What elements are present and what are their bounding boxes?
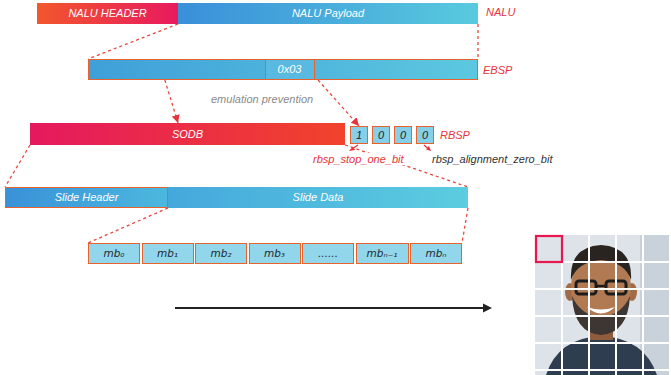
stream-label: RBSP [439,129,471,141]
macroblock-box: mb₁ [142,243,194,264]
node-text: mbₙ [425,248,446,260]
node-text: ...... [318,248,338,260]
node-text: EBSP [483,63,512,75]
macroblock-box: ...... [302,243,354,264]
face-photo [535,235,671,375]
slice-header-bar: Slide Header [5,187,168,208]
node-text: 0 [378,129,384,141]
macroblock-box: mb₂ [195,243,247,264]
dashed-connector [88,24,178,59]
dashed-connector [318,80,359,126]
node-text: mbₙ₋₁ [367,248,398,260]
dashed-connector [5,145,30,187]
node-text: 0 [400,129,406,141]
nalu-header-bar: NALU HEADER [37,3,178,24]
progress-arrow [175,304,492,313]
field-label: rbsp_alignment_zero_bit [431,153,553,165]
zero-bit-box: 0 [394,126,412,144]
dashed-connector [88,208,168,243]
macroblock-box: mbₙ [410,243,462,264]
slice-data-bar: Slide Data [168,187,468,208]
node-text: SODB [172,128,203,140]
dashed-connector [165,80,178,123]
dashed-connector [345,145,468,187]
sodb-bar: SODB [30,123,345,145]
node-text: mb₀ [103,248,124,260]
emulation-byte: 0x03 [265,59,315,80]
macroblock-box: mbₙ₋₁ [356,243,409,264]
field-label: rbsp_stop_one_bit [312,153,405,165]
node-text: 0x03 [278,63,302,75]
ebsp-bar: EBSP0x03 [88,59,478,80]
node-text: mb₁ [157,248,178,260]
node-text: NALU Payload [292,7,364,19]
node-text: NALU HEADER [68,7,146,19]
dashed-connector [477,24,478,59]
zero-bit-box: 0 [416,126,434,144]
dashed-connector [462,208,468,243]
macroblock-box: mb₀ [88,243,140,264]
node-text: Slide Data [293,191,344,203]
zero-bit-box: 0 [372,126,390,144]
node-text: mb₃ [264,248,285,260]
process-note: emulation prevention [210,93,314,105]
macroblock-box: mb₃ [249,243,301,264]
stop-bit-box: 1 [350,126,368,144]
highlight-square [536,236,562,262]
node-text: Slide Header [55,191,119,203]
leader-arrow [349,145,431,151]
nalu-payload-bar: NALU Payload [178,3,478,24]
node-text: 0 [422,129,428,141]
stream-label: NALU [485,6,516,18]
node-text: 1 [356,129,362,141]
node-text: mb₂ [210,248,231,260]
